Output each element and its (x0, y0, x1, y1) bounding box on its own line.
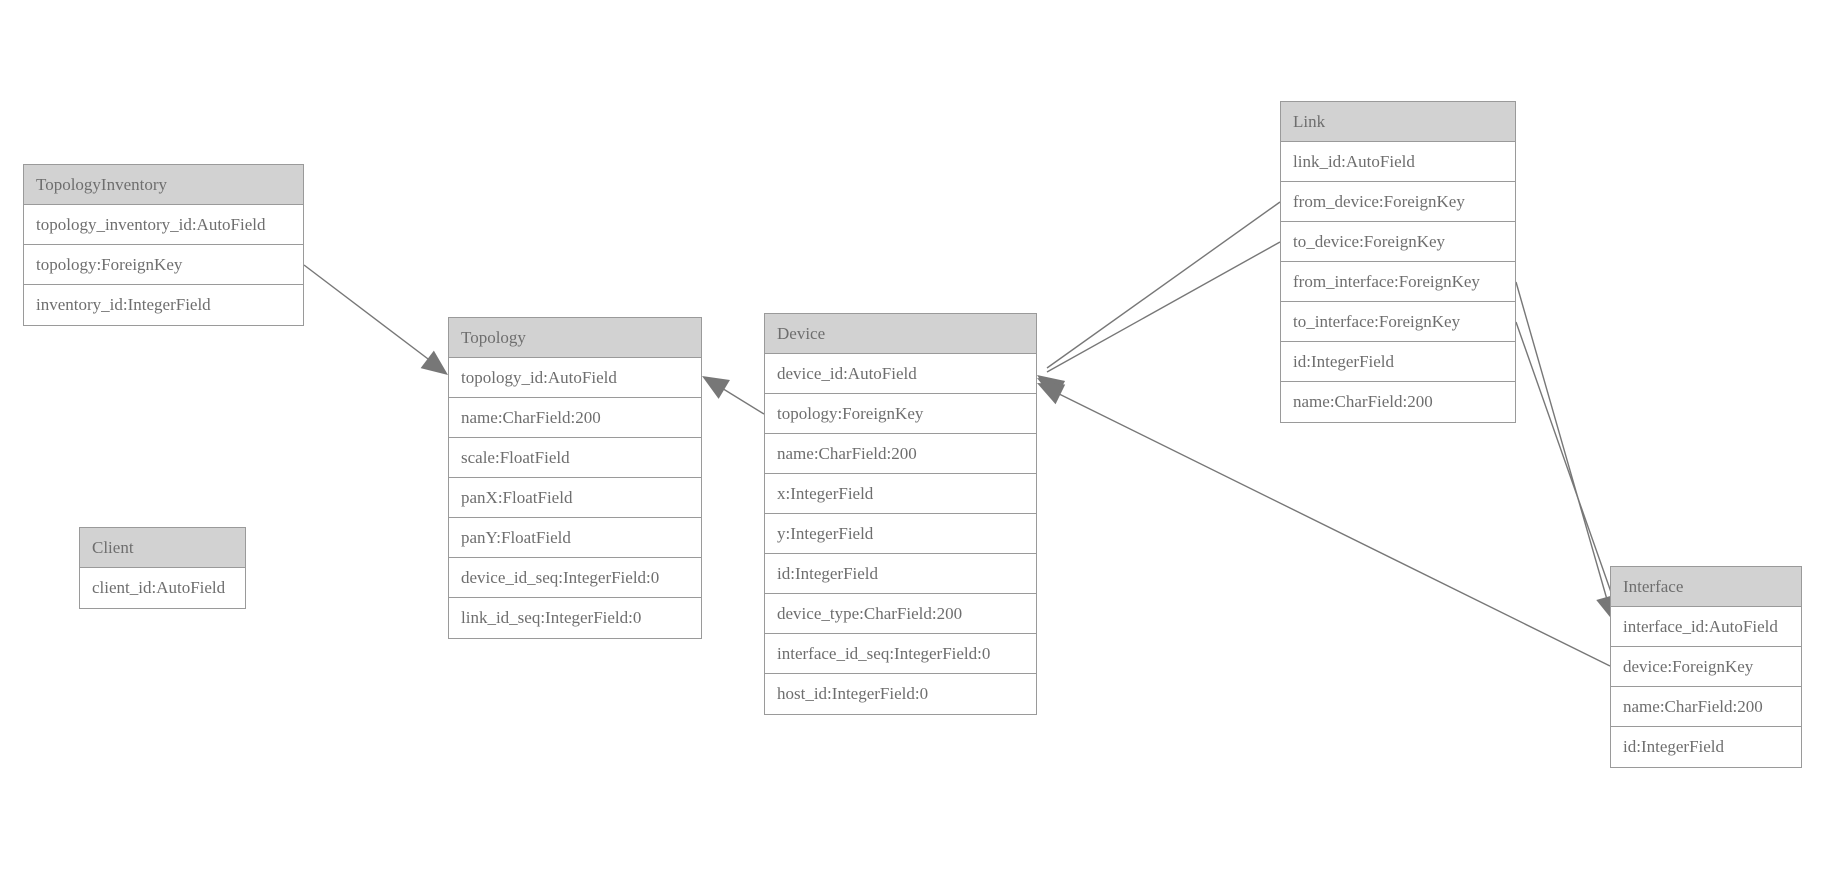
relationship-line (303, 264, 441, 369)
entity-field-row: topology_id:AutoField (449, 358, 701, 398)
relationship-line (711, 381, 765, 415)
entity-field-row: device_type:CharField:200 (765, 594, 1036, 634)
relationship-device-topology (702, 376, 765, 415)
entity-title-interface: Interface (1611, 567, 1801, 607)
entity-field-row: interface_id_seq:IntegerField:0 (765, 634, 1036, 674)
entity-field-row: name:CharField:200 (1611, 687, 1801, 727)
entity-field-row: panY:FloatField (449, 518, 701, 558)
entity-field-row: id:IntegerField (765, 554, 1036, 594)
entity-field-row: name:CharField:200 (1281, 382, 1515, 422)
entity-field-row: device_id_seq:IntegerField:0 (449, 558, 701, 598)
entity-field-row: from_device:ForeignKey (1281, 182, 1515, 222)
entity-field-row: link_id:AutoField (1281, 142, 1515, 182)
relationship-link-from_interface (1515, 281, 1618, 622)
entity-field-row: device_id:AutoField (765, 354, 1036, 394)
entity-field-row: y:IntegerField (765, 514, 1036, 554)
entity-field-row: from_interface:ForeignKey (1281, 262, 1515, 302)
entity-field-row: inventory_id:IntegerField (24, 285, 303, 325)
entity-field-row: topology:ForeignKey (765, 394, 1036, 434)
entity-title-device: Device (765, 314, 1036, 354)
relationship-line (1515, 321, 1619, 613)
entity-field-row: host_id:IntegerField:0 (765, 674, 1036, 714)
entity-field-row: client_id:AutoField (80, 568, 245, 608)
entity-field-row: device:ForeignKey (1611, 647, 1801, 687)
relationship-link-from_device (1037, 201, 1281, 399)
entity-field-row: scale:FloatField (449, 438, 701, 478)
entity-title-topology_inventory: TopologyInventory (24, 165, 303, 205)
entity-field-row: to_interface:ForeignKey (1281, 302, 1515, 342)
relationship-link-to_device (1037, 241, 1281, 401)
entity-title-link: Link (1281, 102, 1515, 142)
entity-field-row: to_device:ForeignKey (1281, 222, 1515, 262)
relationship-line (1515, 281, 1611, 611)
entity-field-row: topology:ForeignKey (24, 245, 303, 285)
relationship-line (1046, 387, 1611, 667)
relationship-line (1046, 241, 1281, 373)
entity-field-row: panX:FloatField (449, 478, 701, 518)
entity-title-client: Client (80, 528, 245, 568)
relationship-line (1046, 201, 1281, 369)
entity-field-row: name:CharField:200 (765, 434, 1036, 474)
entity-field-row: topology_inventory_id:AutoField (24, 205, 303, 245)
entity-field-row: id:IntegerField (1281, 342, 1515, 382)
relationship-arrowhead (1037, 383, 1066, 405)
entity-field-row: link_id_seq:IntegerField:0 (449, 598, 701, 638)
entity-field-row: id:IntegerField (1611, 727, 1801, 767)
entity-title-topology: Topology (449, 318, 701, 358)
relationship-topologyinventory-topology (303, 264, 448, 375)
entity-field-row: interface_id:AutoField (1611, 607, 1801, 647)
entity-field-row: x:IntegerField (765, 474, 1036, 514)
entity-field-row: name:CharField:200 (449, 398, 701, 438)
